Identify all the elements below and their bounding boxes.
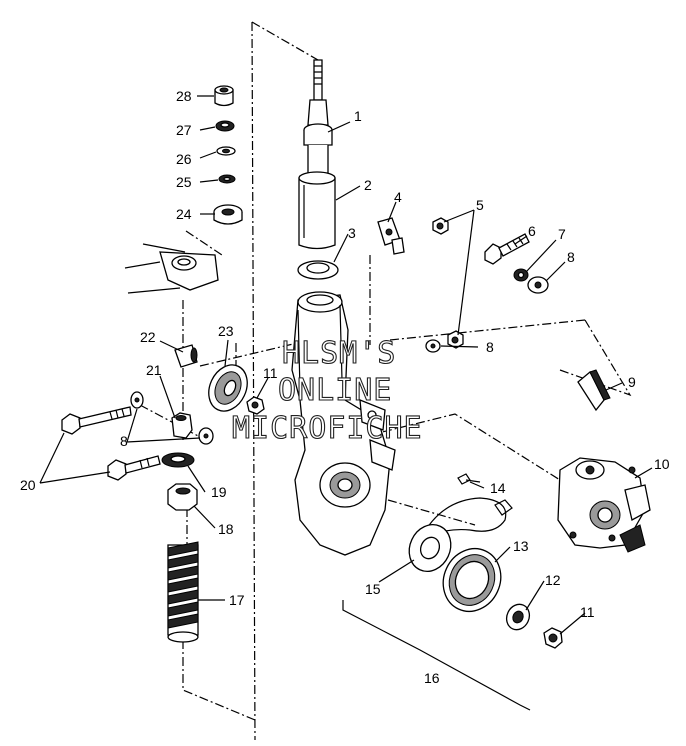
spring-washer xyxy=(161,452,195,468)
washer-center xyxy=(425,339,441,353)
nut-lower xyxy=(447,330,464,349)
callout-6: 6 xyxy=(528,223,536,239)
callout-numbers: 1 2 3 4 5 6 7 8 8 8 9 10 11 11 12 13 14 … xyxy=(20,88,670,686)
watermark-line-1: HLSM'S xyxy=(282,336,396,371)
watermark: HLSM'S ONLINE MICROFICHE xyxy=(231,335,423,446)
callout-18: 18 xyxy=(218,521,234,537)
callout-8-right: 8 xyxy=(567,249,575,265)
washer-right xyxy=(527,276,549,294)
callout-21: 21 xyxy=(146,362,162,378)
wheel-bearing xyxy=(442,548,502,612)
washer-25 xyxy=(218,174,236,184)
bushing-22 xyxy=(174,344,198,368)
callout-28: 28 xyxy=(176,88,192,104)
washer-26 xyxy=(216,146,236,156)
tie-rod-arm xyxy=(124,243,219,294)
callout-8-left: 8 xyxy=(120,433,128,449)
callout-5: 5 xyxy=(476,197,484,213)
leader-lines xyxy=(39,95,653,635)
callout-20: 20 xyxy=(20,477,36,493)
watermark-line-3: MICROFICHE xyxy=(232,411,423,446)
brake-pad xyxy=(577,369,611,412)
callout-11-left: 11 xyxy=(263,365,278,381)
callout-4: 4 xyxy=(394,189,402,205)
strut-shaft xyxy=(303,59,333,176)
callout-2: 2 xyxy=(364,177,372,193)
reference-lines xyxy=(139,21,632,741)
spindle-washer xyxy=(505,603,531,631)
callout-22: 22 xyxy=(140,329,156,345)
callout-26: 26 xyxy=(176,151,192,167)
assembly-bracket-16 xyxy=(342,600,531,711)
nut-21 xyxy=(171,412,193,439)
strut-seal xyxy=(297,260,339,280)
callout-25: 25 xyxy=(176,174,192,190)
brake-caliper xyxy=(557,457,651,553)
speed-sensor xyxy=(419,473,513,541)
callout-13: 13 xyxy=(513,538,529,554)
bolt-right xyxy=(484,233,530,265)
nut-27 xyxy=(215,120,235,132)
washer-8-left xyxy=(130,391,214,445)
callout-14: 14 xyxy=(490,480,506,496)
coil-spring xyxy=(167,541,199,643)
steering-knuckle xyxy=(291,291,396,556)
callout-23: 23 xyxy=(218,323,234,339)
strut-tube xyxy=(298,171,336,250)
bushing-24 xyxy=(213,204,243,225)
grease-seal xyxy=(408,524,452,572)
callout-19: 19 xyxy=(211,484,227,500)
callout-11-right: 11 xyxy=(580,604,595,620)
bolt-upper-20 xyxy=(61,406,132,435)
callout-9: 9 xyxy=(628,374,636,390)
callout-3: 3 xyxy=(348,225,356,241)
cap-28 xyxy=(214,85,234,107)
callout-10: 10 xyxy=(654,456,670,472)
castle-nut xyxy=(167,483,198,511)
callout-15: 15 xyxy=(365,581,381,597)
nut-upper xyxy=(432,217,449,235)
lockwasher-right xyxy=(513,268,529,282)
bolt-lower-20 xyxy=(107,455,161,481)
bracket xyxy=(377,217,405,255)
callout-1: 1 xyxy=(354,108,362,124)
callout-24: 24 xyxy=(176,206,192,222)
watermark-line-2: ONLINE xyxy=(278,373,392,408)
dust-boot-23 xyxy=(208,364,248,412)
callout-16: 16 xyxy=(424,670,440,686)
callout-7: 7 xyxy=(558,226,566,242)
axle-nut xyxy=(543,627,563,649)
callout-27: 27 xyxy=(176,122,192,138)
callout-17: 17 xyxy=(229,592,245,608)
callout-8-center: 8 xyxy=(486,339,494,355)
nut-left-11 xyxy=(246,396,265,415)
callout-12: 12 xyxy=(545,572,561,588)
